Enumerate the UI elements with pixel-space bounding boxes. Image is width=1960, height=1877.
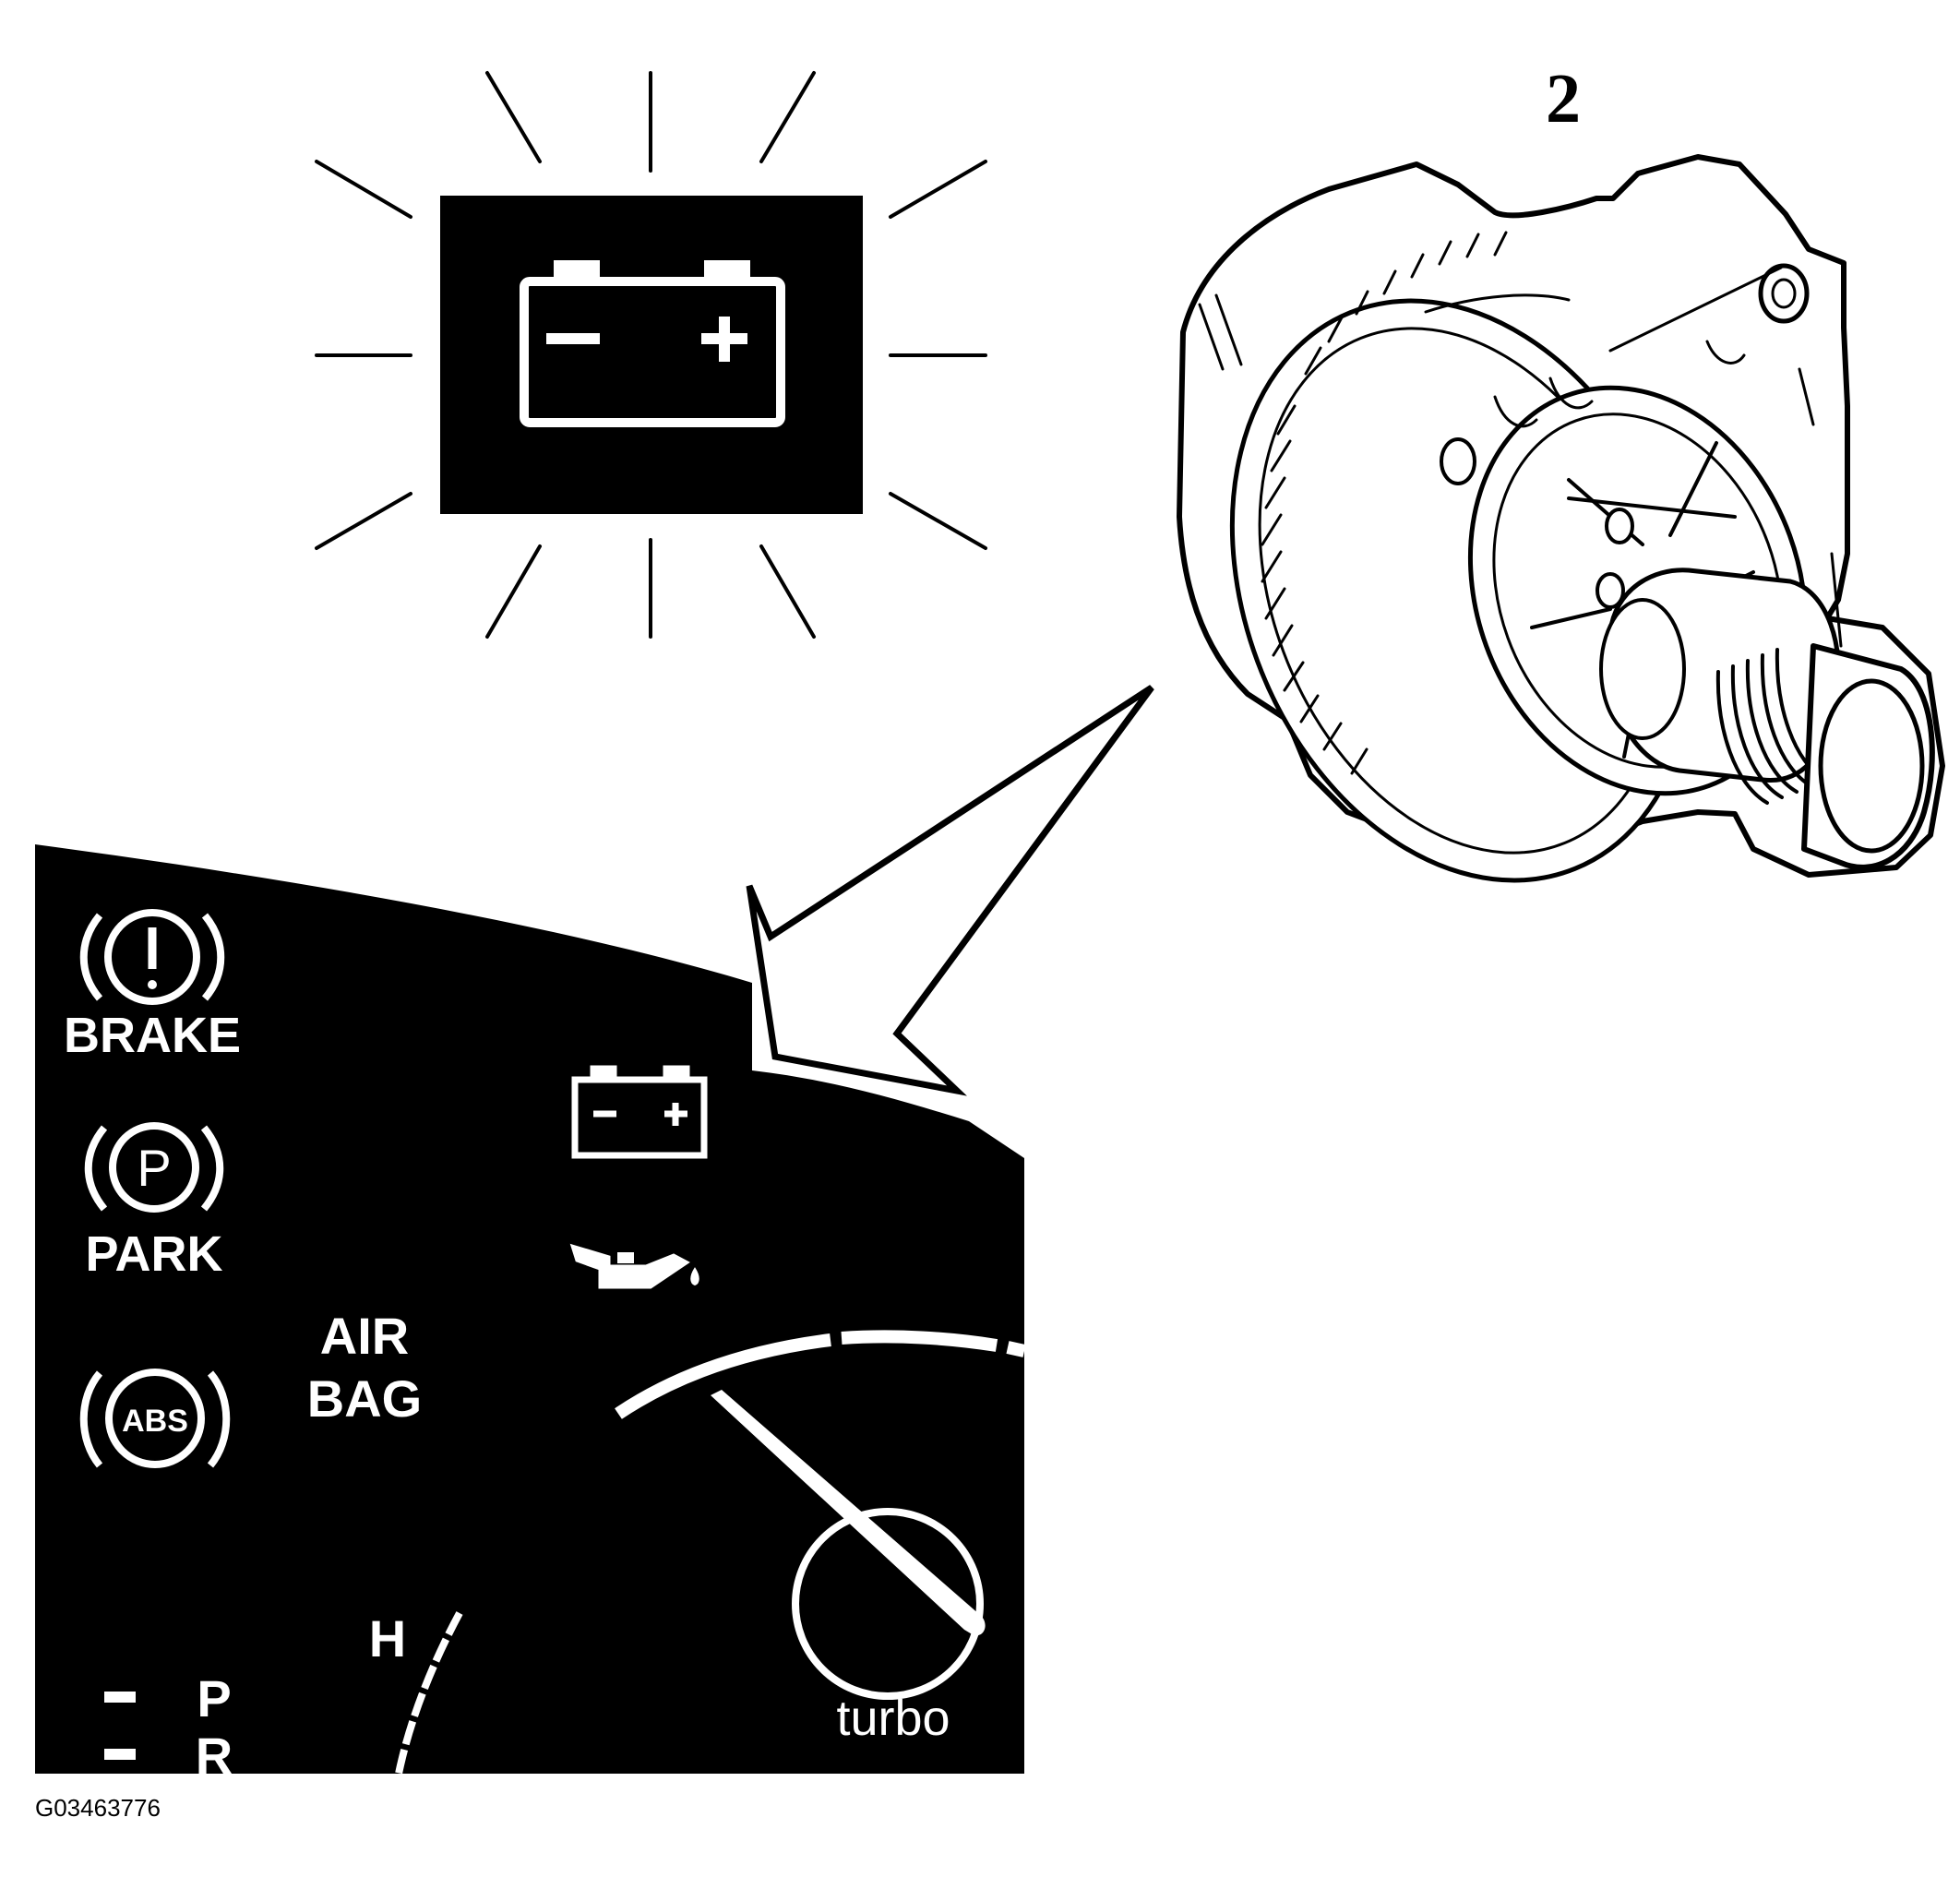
- gear-p-label: P: [197, 1669, 231, 1728]
- temp-label: H: [369, 1609, 406, 1668]
- figure-code: G03463776: [35, 1794, 161, 1822]
- gauge-needle-icon: [711, 1390, 986, 1636]
- brake-warning-icon: [79, 909, 225, 1005]
- alternator-icon: [1177, 154, 1945, 883]
- park-symbol: P: [137, 1139, 171, 1197]
- callout-arrow-icon: [746, 685, 1154, 1096]
- glow-rays-icon: [315, 71, 987, 639]
- turbo-gauge: [615, 1330, 1026, 1700]
- battery-warning-lamp: [315, 71, 987, 639]
- gear-r-label: R: [196, 1727, 233, 1785]
- battery-charge-icon: [520, 260, 785, 427]
- airbag-label-line2: BAG: [307, 1369, 422, 1428]
- turbo-label: turbo: [836, 1691, 950, 1746]
- oil-pressure-icon: [569, 1243, 699, 1289]
- park-label: PARK: [85, 1226, 222, 1282]
- abs-label: ABS: [122, 1404, 188, 1439]
- airbag-label-line1: AIR: [320, 1307, 409, 1365]
- abs-icon: [79, 1369, 231, 1468]
- gear-p-marker: [104, 1692, 136, 1703]
- battery-icon: [571, 1065, 708, 1159]
- brake-label: BRAKE: [64, 1008, 241, 1063]
- temp-gauge-arc: [395, 1611, 463, 1775]
- callout-number: 2: [1546, 60, 1581, 137]
- parking-brake-icon: [84, 1122, 224, 1213]
- instrument-cluster: BRAKE P PARK AIR BAG ABS: [35, 844, 1026, 1785]
- gear-r-marker: [104, 1749, 136, 1760]
